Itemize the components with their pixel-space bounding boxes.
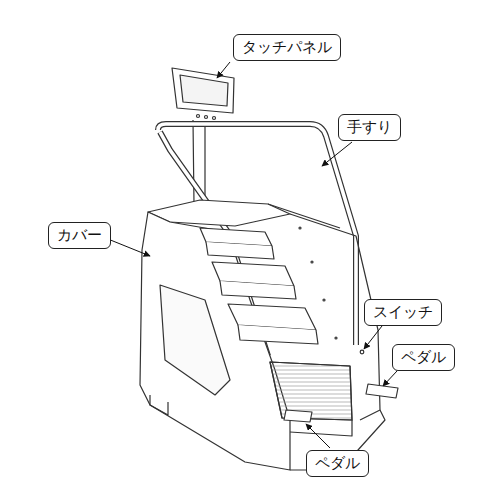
callout-box: タッチパネル [233,34,341,61]
callout-box: スイッチ [364,299,442,326]
callout-box: ペダル [306,450,369,477]
part-name: 手すり [347,118,392,137]
part-name: ペダル [315,454,360,473]
callout-box: ペダル [392,344,455,371]
callout-box: 手すり [338,114,401,141]
part-name: タッチパネル [242,38,332,57]
part-name: スイッチ [373,303,433,322]
part-name: ペダル [401,348,446,367]
callout-box: カバー [48,222,111,249]
part-name: カバー [57,226,102,245]
